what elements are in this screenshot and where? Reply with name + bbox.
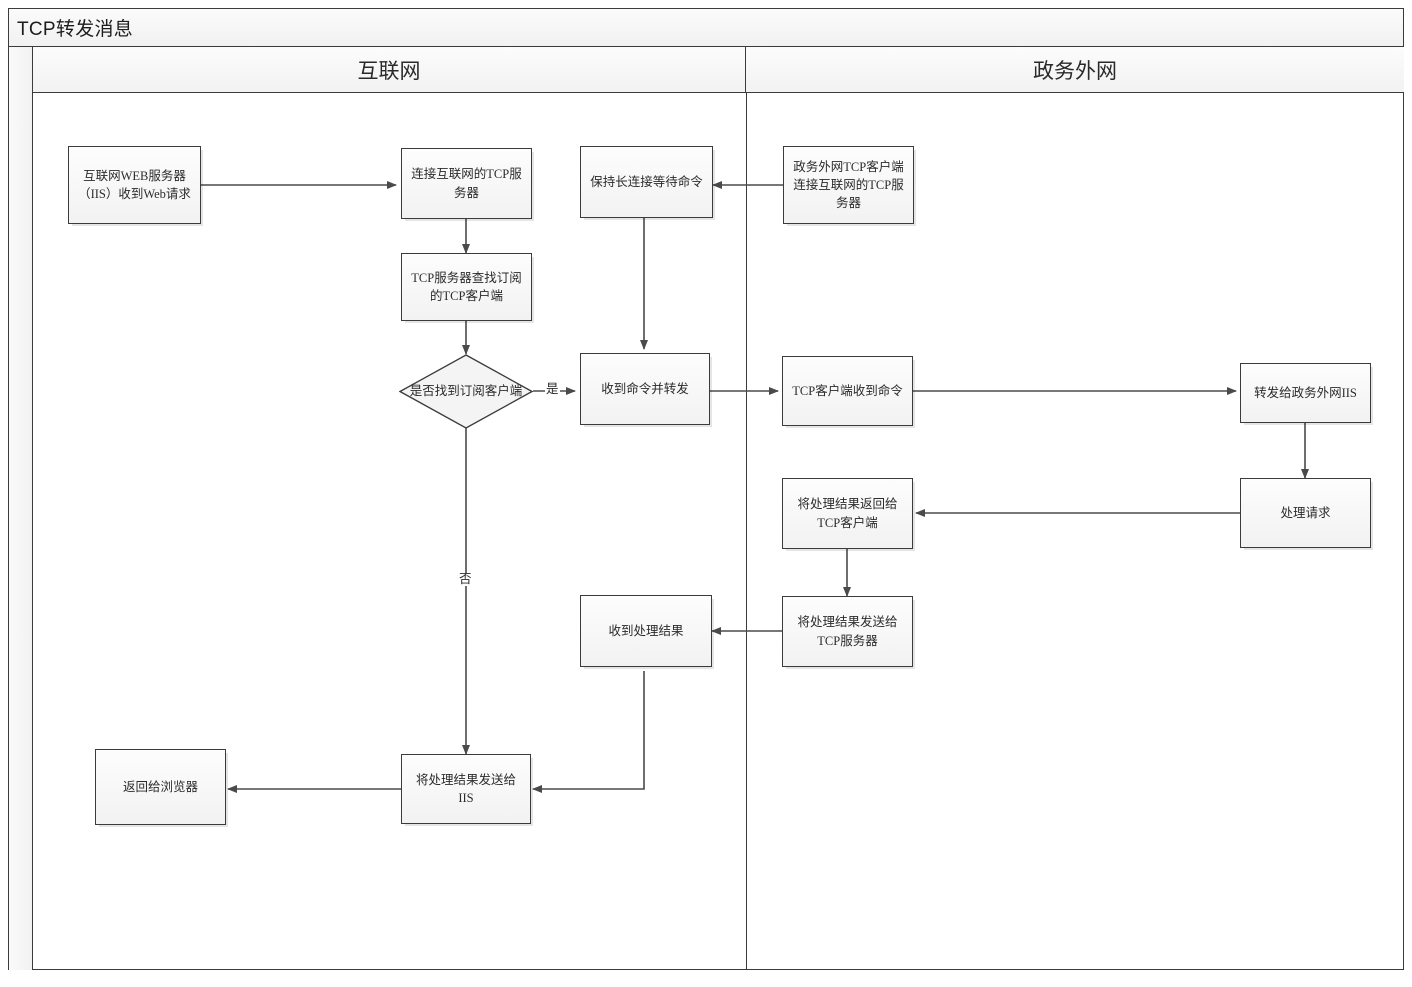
lane-divider: [746, 93, 747, 970]
node-send-result-to-iis[interactable]: 将处理结果发送给IIS: [401, 754, 531, 824]
node-tcp-client-received-command[interactable]: TCP客户端收到命令: [782, 356, 913, 426]
node-govnet-tcp-client-connect[interactable]: 政务外网TCP客户端连接互联网的TCP服务器: [783, 146, 914, 224]
node-label: 收到处理结果: [608, 623, 684, 638]
node-connect-internet-tcp-server[interactable]: 连接互联网的TCP服务器: [401, 148, 532, 219]
edge-label-no: 否: [458, 572, 473, 586]
node-receive-result[interactable]: 收到处理结果: [580, 595, 712, 667]
node-label: TCP客户端收到命令: [792, 383, 903, 398]
node-label: 政务外网TCP客户端连接互联网的TCP服务器: [793, 159, 904, 211]
node-return-result-to-tcp-client[interactable]: 将处理结果返回给TCP客户端: [782, 478, 913, 549]
node-decision-found-subscriber[interactable]: 是否找到订阅客户端: [399, 354, 533, 429]
node-label: 将处理结果发送给IIS: [415, 772, 516, 805]
lane-header-internet: 互联网: [33, 47, 746, 93]
node-process-request[interactable]: 处理请求: [1240, 478, 1371, 548]
node-label: 保持长连接等待命令: [590, 174, 703, 189]
node-label: 将处理结果返回给TCP客户端: [797, 497, 898, 530]
node-label: 返回给浏览器: [122, 779, 198, 794]
node-forward-to-govnet-iis[interactable]: 转发给政务外网IIS: [1240, 363, 1371, 423]
node-label: 收到命令并转发: [601, 381, 689, 396]
node-label: 连接互联网的TCP服务器: [411, 167, 522, 200]
page-title: TCP转发消息: [9, 9, 1403, 47]
node-label: 互联网WEB服务器（IIS）收到Web请求: [78, 168, 191, 201]
decision-diamond-icon: [399, 354, 533, 429]
pool-gutter: [9, 47, 33, 970]
node-label: 处理请求: [1280, 505, 1331, 520]
lane-header-govnet: 政务外网: [746, 47, 1404, 93]
node-keep-long-connection[interactable]: 保持长连接等待命令: [580, 146, 713, 218]
edge-label-yes: 是: [545, 382, 560, 396]
node-label: TCP服务器查找订阅的TCP客户端: [411, 270, 522, 303]
node-label: 转发给政务外网IIS: [1254, 385, 1357, 400]
node-internet-web-server[interactable]: 互联网WEB服务器（IIS）收到Web请求: [68, 146, 201, 224]
node-label: 是否找到订阅客户端: [409, 384, 523, 399]
node-receive-and-forward-command[interactable]: 收到命令并转发: [580, 353, 710, 425]
node-return-to-browser[interactable]: 返回给浏览器: [95, 749, 226, 825]
node-tcp-server-find-subscriber[interactable]: TCP服务器查找订阅的TCP客户端: [401, 253, 532, 321]
node-send-result-to-tcp-server[interactable]: 将处理结果发送给TCP服务器: [782, 596, 913, 667]
node-label: 将处理结果发送给TCP服务器: [797, 615, 898, 648]
